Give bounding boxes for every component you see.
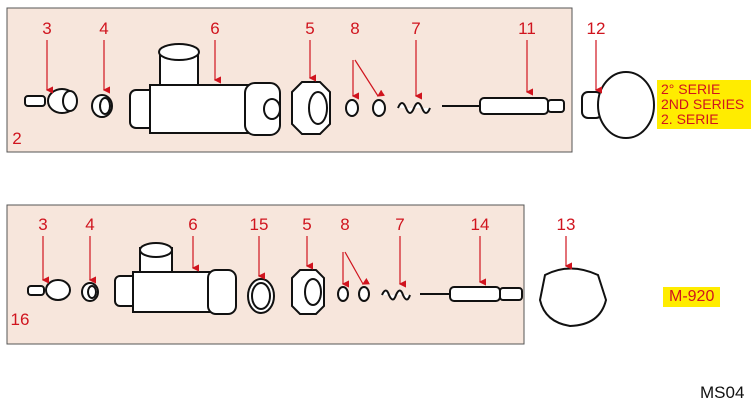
callout-11: 11 (518, 19, 536, 38)
part-15-ring (247, 278, 275, 314)
callout-4: 4 (99, 19, 108, 38)
callout-13: 13 (557, 215, 576, 234)
part-14-spindle (420, 286, 523, 302)
callout-5: 5 (305, 19, 314, 38)
part-4-washer (91, 94, 113, 118)
callout-3: 3 (42, 19, 51, 38)
row-number: 16 (11, 310, 30, 329)
callout-15: 15 (250, 215, 269, 234)
panel-row-2 (6, 204, 525, 345)
series-line: 2ND SERIES (661, 96, 745, 112)
row1-parts (24, 43, 655, 139)
callout-3: 3 (38, 215, 47, 234)
callout-6: 6 (210, 19, 219, 38)
part-4-washer (81, 282, 99, 302)
callout-8: 8 (350, 19, 359, 38)
part-5-nut (291, 269, 325, 315)
part-6-tee-body (114, 242, 237, 315)
part-7-spring (397, 102, 431, 114)
callout-7: 7 (411, 19, 420, 38)
part-13-knob (538, 267, 608, 328)
part-8-orings (337, 286, 370, 302)
model-label: M-920 (663, 287, 721, 307)
part-3-cap (24, 88, 78, 114)
series-line: 2. SERIE (661, 111, 719, 127)
part-8-orings (345, 99, 386, 117)
part-11-spindle (442, 97, 565, 115)
row2-callouts: 3 4 6 15 5 8 7 14 13 16 (11, 215, 576, 329)
callout-4: 4 (85, 215, 94, 234)
row2-parts (27, 242, 608, 328)
part-12-knob (581, 71, 655, 139)
part-6-tee-body (129, 43, 281, 136)
row-number: 2 (12, 129, 21, 148)
callout-6: 6 (188, 215, 197, 234)
callout-5: 5 (302, 215, 311, 234)
series-line: 2° SERIE (661, 81, 721, 97)
part-3-cap (27, 279, 71, 301)
part-5-nut (291, 81, 331, 135)
series-label: 2° SERIE 2ND SERIES 2. SERIE (657, 80, 751, 129)
callout-8: 8 (340, 215, 349, 234)
callout-7: 7 (395, 215, 404, 234)
callout-12: 12 (587, 19, 606, 38)
part-7-spring (381, 289, 411, 301)
panel-row-1 (6, 7, 573, 153)
diagram-code: MS04 (700, 383, 745, 402)
row1-callouts: 3 4 6 5 8 7 11 12 2 (12, 19, 605, 148)
callout-14: 14 (471, 215, 490, 234)
